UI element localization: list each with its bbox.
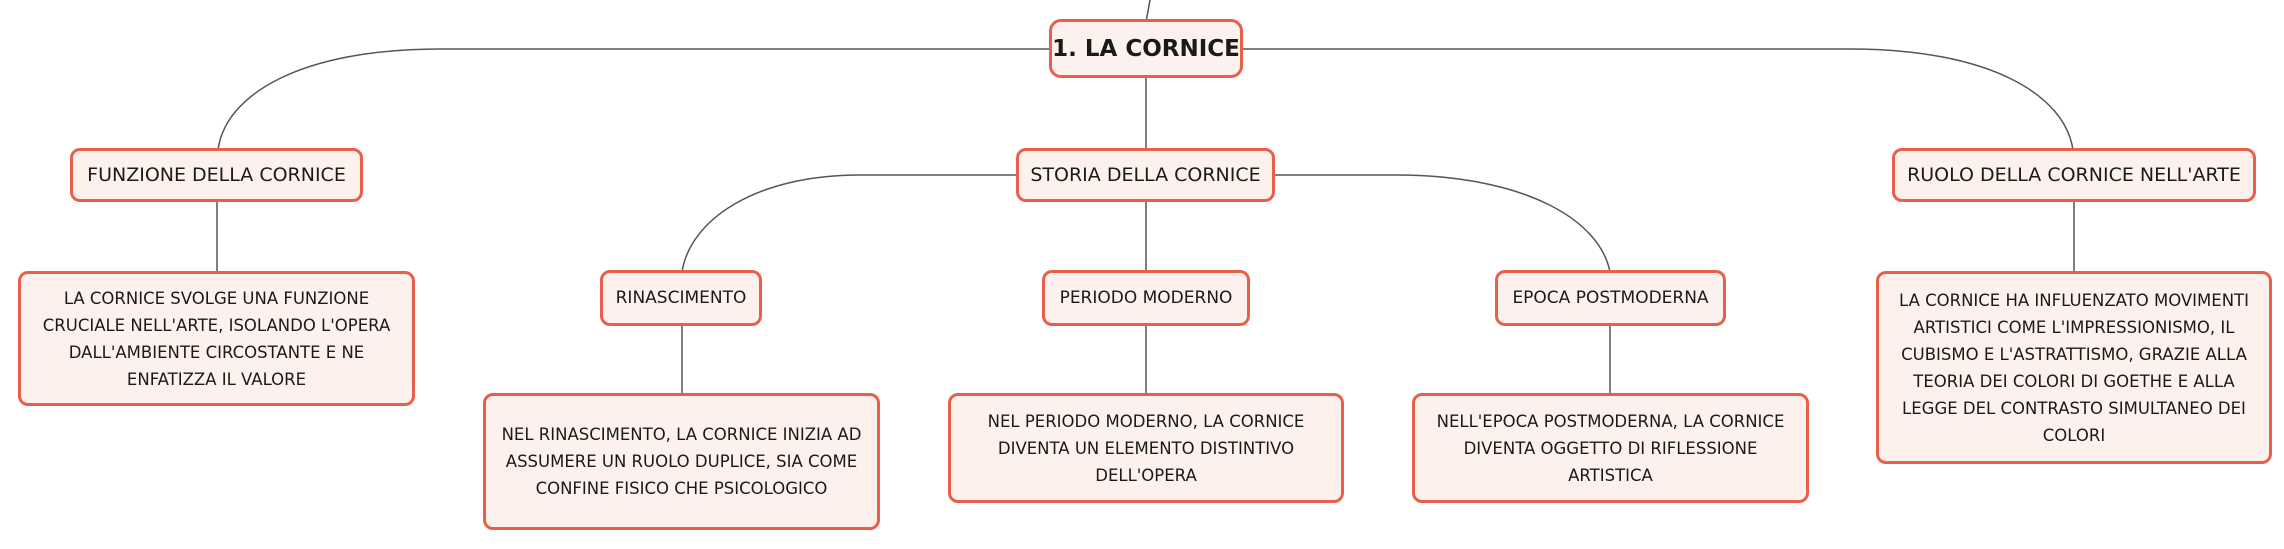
connector-root-ruolo bbox=[1243, 48, 2074, 151]
connector-root-funzione bbox=[217, 48, 1049, 151]
period-moderno-node[interactable]: PERIODO MODERNO bbox=[1042, 270, 1250, 326]
root-node-label: 1. LA CORNICE bbox=[1052, 35, 1240, 62]
period-postmoderno-node[interactable]: EPOCA POSTMODERNA bbox=[1495, 270, 1726, 326]
topic-storia-label: STORIA DELLA CORNICE bbox=[1030, 164, 1261, 186]
topic-funzione-label: FUNZIONE DELLA CORNICE bbox=[87, 164, 346, 186]
period-rinascimento-label: RINASCIMENTO bbox=[615, 288, 747, 308]
period-rinascimento-node[interactable]: RINASCIMENTO bbox=[600, 270, 762, 326]
ruolo-detail-node[interactable]: LA CORNICE HA INFLUENZATO MOVIMENTI ARTI… bbox=[1876, 271, 2272, 464]
moderno-detail-text: NEL PERIODO MODERNO, LA CORNICE DIVENTA … bbox=[987, 411, 1305, 485]
rinascimento-detail-node[interactable]: NEL RINASCIMENTO, LA CORNICE INIZIA AD A… bbox=[483, 393, 880, 530]
root-node[interactable]: 1. LA CORNICE bbox=[1049, 19, 1243, 78]
moderno-detail-node[interactable]: NEL PERIODO MODERNO, LA CORNICE DIVENTA … bbox=[948, 393, 1344, 503]
period-postmoderno-label: EPOCA POSTMODERNA bbox=[1512, 288, 1709, 308]
rinascimento-detail-text: NEL RINASCIMENTO, LA CORNICE INIZIA AD A… bbox=[501, 425, 862, 498]
period-moderno-label: PERIODO MODERNO bbox=[1059, 288, 1233, 308]
connector-incoming-root bbox=[1145, 0, 1151, 23]
funzione-detail-node[interactable]: LA CORNICE SVOLGE UNA FUNZIONE CRUCIALE … bbox=[18, 271, 415, 406]
connector-storia-postmoderno bbox=[1274, 174, 1611, 273]
ruolo-detail-text: LA CORNICE HA INFLUENZATO MOVIMENTI ARTI… bbox=[1899, 290, 2249, 445]
topic-funzione-node[interactable]: FUNZIONE DELLA CORNICE bbox=[70, 148, 363, 202]
postmoderno-detail-node[interactable]: NELL'EPOCA POSTMODERNA, LA CORNICE DIVEN… bbox=[1412, 393, 1809, 503]
topic-ruolo-node[interactable]: RUOLO DELLA CORNICE NELL'ARTE bbox=[1892, 148, 2256, 202]
connector-storia-rinascimento bbox=[681, 174, 1017, 273]
postmoderno-detail-text: NELL'EPOCA POSTMODERNA, LA CORNICE DIVEN… bbox=[1436, 411, 1785, 485]
topic-storia-node[interactable]: STORIA DELLA CORNICE bbox=[1016, 148, 1275, 202]
funzione-detail-text: LA CORNICE SVOLGE UNA FUNZIONE CRUCIALE … bbox=[42, 288, 391, 389]
topic-ruolo-label: RUOLO DELLA CORNICE NELL'ARTE bbox=[1907, 164, 2241, 186]
